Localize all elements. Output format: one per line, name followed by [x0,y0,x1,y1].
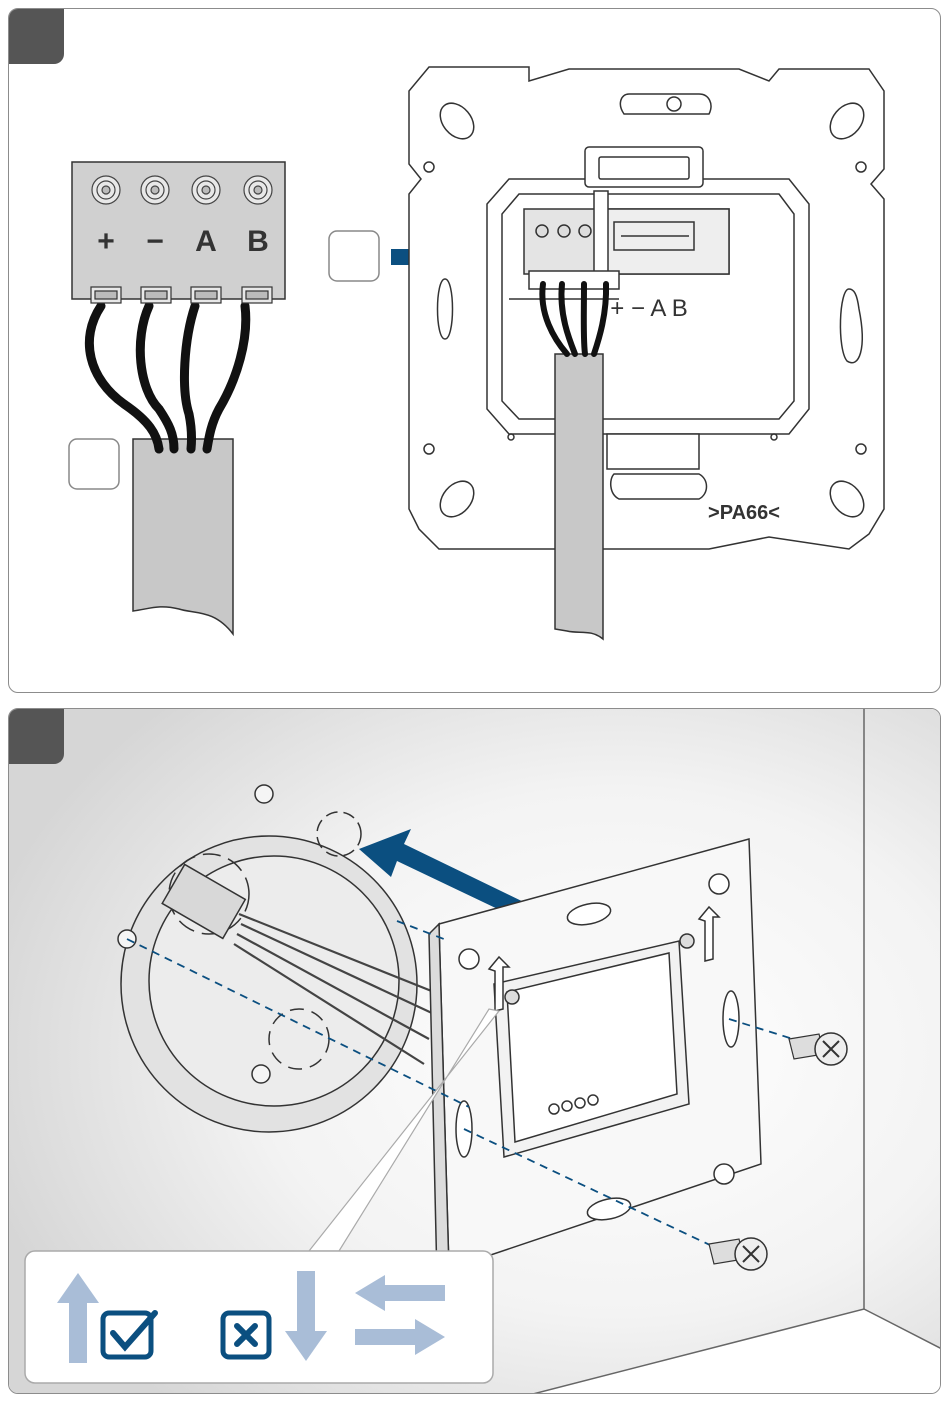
terminal-label-a: A [195,225,217,258]
terminal-label-plus: + [97,225,115,258]
step-1-panel: + − A B [8,8,941,693]
plate-cable-sheath [555,354,603,639]
plate-terminal-labels: + − A B [610,295,687,322]
callout-box [329,231,379,281]
wiring-illustration: + − A B [9,9,941,693]
checkbox-checked-icon [103,1313,155,1357]
mounting-illustration [9,709,941,1394]
terminal-label-b: B [247,225,269,258]
terminal-block-detail: + − A B [69,162,285,634]
orientation-legend [25,1251,493,1383]
checkbox-crossed-icon [223,1313,269,1357]
material-label: >PA66< [708,502,780,524]
step-2-panel [8,708,941,1394]
step-2-badge [9,709,64,764]
cable-sheath [133,439,233,634]
wires [89,306,245,449]
callout-box [69,439,119,489]
terminal-label-minus: − [146,225,164,258]
